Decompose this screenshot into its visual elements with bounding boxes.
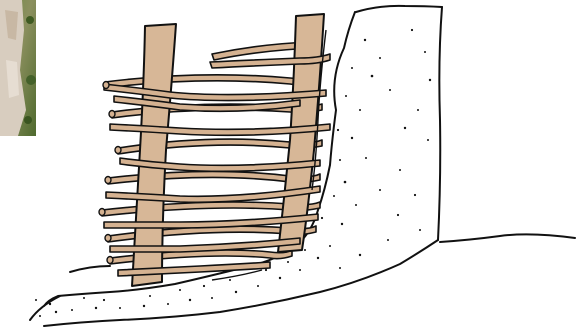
wattle-daub-drawing xyxy=(0,0,582,327)
illustration-canvas xyxy=(0,0,582,327)
